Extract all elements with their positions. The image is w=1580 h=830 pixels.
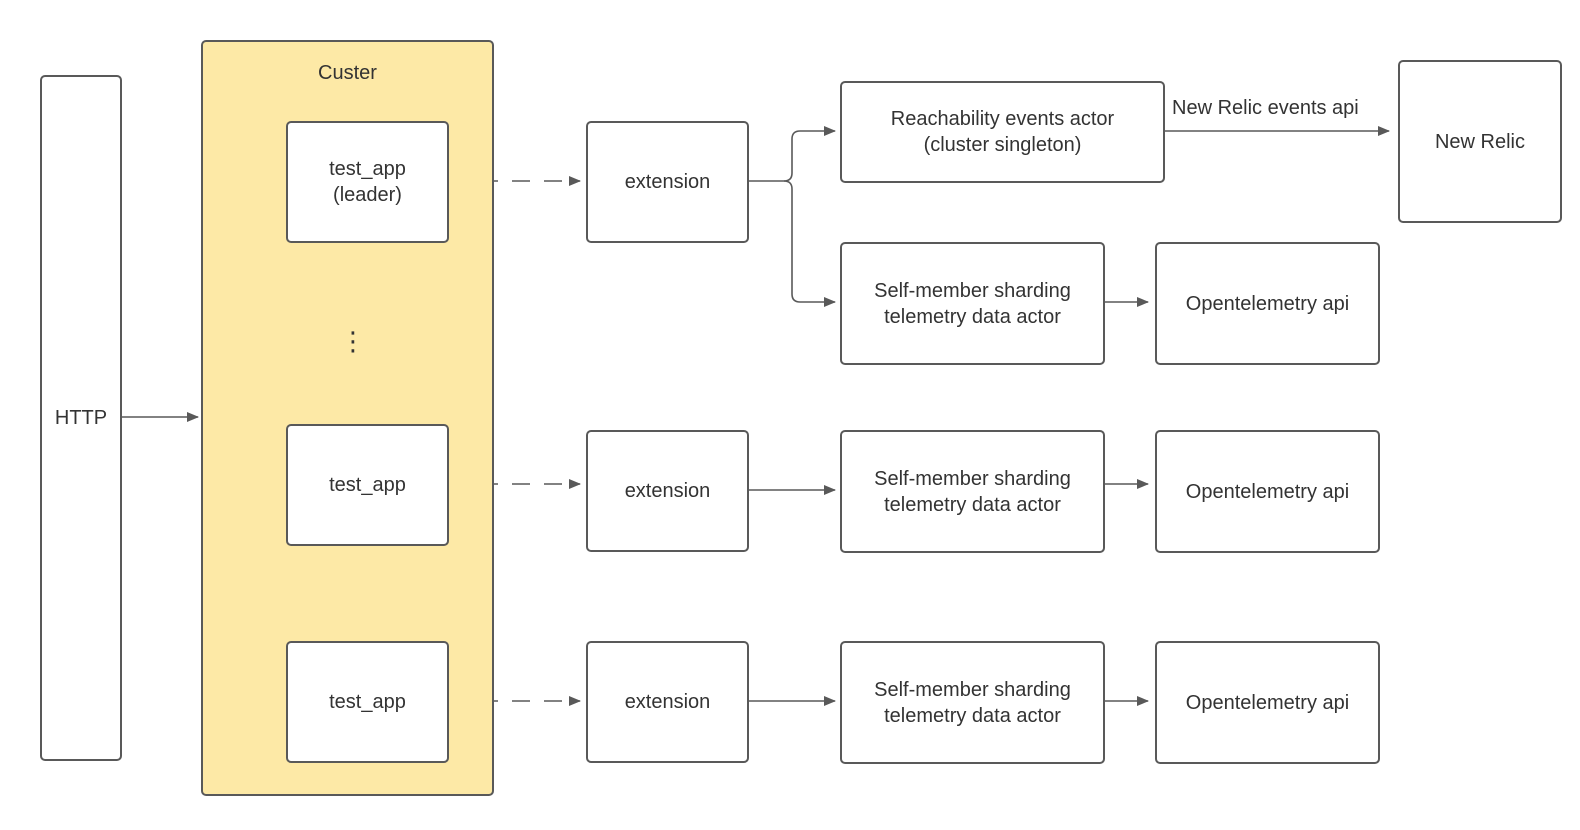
opentelemetry-label-2: Opentelemetry api	[1185, 480, 1350, 503]
edge-ext1-sharding1	[783, 180, 836, 307]
test-app-node-3: test_app	[286, 641, 449, 763]
sharding-actor-label-3: Self-member sharding telemetry data acto…	[874, 678, 1071, 727]
test-app-leader-label: test_app (leader)	[329, 158, 406, 206]
edge-ext1-reach	[748, 126, 836, 182]
extension-label-2: extension	[624, 480, 711, 502]
http-label: HTTP	[54, 407, 108, 429]
opentelemetry-label-1: Opentelemetry api	[1185, 292, 1350, 315]
extension-node-3: extension	[586, 641, 749, 763]
newrelic-edge-label: New Relic events api	[1172, 97, 1359, 119]
test-app-leader-node: test_app (leader)	[286, 121, 449, 243]
opentelemetry-node-1: Opentelemetry api	[1155, 242, 1380, 365]
extension-label-3: extension	[624, 691, 711, 713]
test-app-label-2: test_app	[329, 474, 406, 496]
opentelemetry-node-2: Opentelemetry api	[1155, 430, 1380, 553]
reachability-actor-node: Reachability events actor (cluster singl…	[840, 81, 1165, 183]
http-node: HTTP	[40, 75, 122, 761]
sharding-actor-node-3: Self-member sharding telemetry data acto…	[840, 641, 1105, 764]
sharding-actor-label-1: Self-member sharding telemetry data acto…	[874, 279, 1071, 328]
cluster-title: Custer	[318, 62, 377, 84]
newrelic-node: New Relic	[1398, 60, 1562, 223]
reachability-actor-label: Reachability events actor (cluster singl…	[890, 108, 1115, 156]
extension-label-1: extension	[624, 171, 711, 193]
opentelemetry-node-3: Opentelemetry api	[1155, 641, 1380, 764]
sharding-actor-node-1: Self-member sharding telemetry data acto…	[840, 242, 1105, 365]
newrelic-label: New Relic	[1434, 130, 1526, 153]
test-app-label-3: test_app	[329, 691, 406, 713]
cluster-ellipsis: ⋮	[340, 326, 366, 356]
opentelemetry-label-3: Opentelemetry api	[1185, 691, 1350, 714]
sharding-actor-label-2: Self-member sharding telemetry data acto…	[874, 467, 1071, 516]
extension-node-1: extension	[586, 121, 749, 243]
sharding-actor-node-2: Self-member sharding telemetry data acto…	[840, 430, 1105, 553]
test-app-node-2: test_app	[286, 424, 449, 546]
extension-node-2: extension	[586, 430, 749, 552]
